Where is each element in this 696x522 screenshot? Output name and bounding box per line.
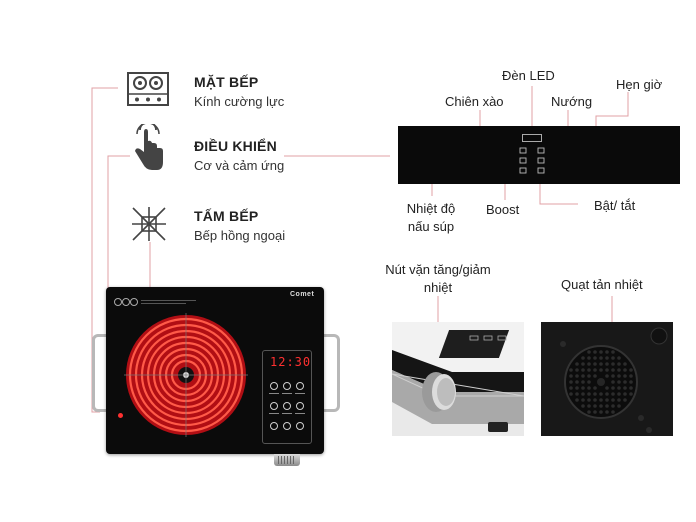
led-display: 12:30 [270,355,312,369]
label-soup-line2: nấu súp [407,219,455,234]
heating-coil [124,313,248,442]
label-knob: Nút vặn tăng/giảm nhiệt [380,261,496,297]
cooktop-surface-icon [127,72,169,111]
panel-closeup-display [522,134,542,142]
label-boost: Boost [486,202,520,217]
label-timer: Hẹn giờ [616,77,663,92]
label-grill: Nướng [551,94,593,109]
knob-grip-lines [278,456,296,464]
control-panel [262,350,312,444]
feature-title-surface: MẶT BẾP [194,74,259,90]
infrared-heat-icon [131,206,167,247]
label-soup: Nhiệt độ nấu súp [396,200,466,236]
label-power: Bật/ tắt [594,198,636,213]
label-fan: Quạt tản nhiệt [561,277,643,292]
panel-closeup [398,126,680,184]
feature-subtitle-control: Cơ và cảm ứng [194,158,285,173]
label-knob-line2: nhiệt [423,280,453,295]
feature-subtitle-plate: Bếp hồng ngoại [194,228,286,243]
feature-subtitle-surface: Kính cường lực [194,94,285,109]
label-fry: Chiên xào [445,94,504,109]
right-handle [322,334,340,412]
label-knob-line1: Nút vặn tăng/giảm [385,262,491,277]
knob-closeup-photo [392,322,524,436]
panel-closeup-buttons [518,146,548,185]
cert-icons [113,294,203,312]
brand-logo: Comet [290,291,315,298]
feature-title-plate: TẤM BẾP [194,208,259,224]
fan-closeup-photo [541,322,673,436]
panel-buttons [266,380,308,445]
label-led: Đèn LED [502,68,555,83]
hot-indicator-dot [118,413,123,418]
left-handle [92,334,110,412]
label-soup-line1: Nhiệt độ [406,201,456,216]
touch-hand-icon [130,121,166,179]
feature-title-control: ĐIỀU KHIỂN [194,138,277,154]
